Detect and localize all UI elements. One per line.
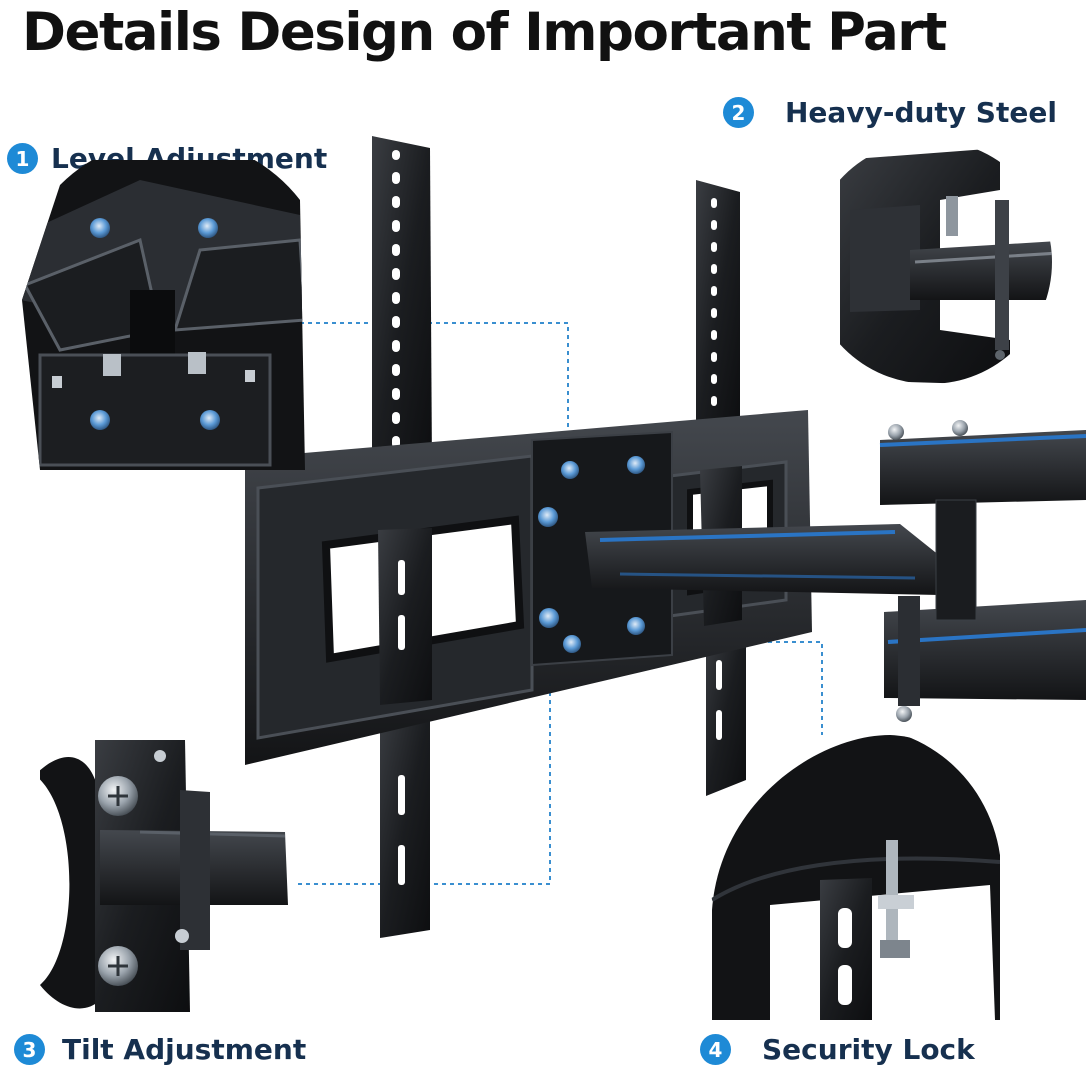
badge-number-1: 1 [7, 143, 38, 174]
badge-number-4: 4 [700, 1034, 731, 1065]
swing-arm [585, 420, 1086, 722]
feature-label-heavy-duty-steel: Heavy-duty Steel [785, 96, 1057, 129]
detail-security-lock [710, 735, 1000, 1020]
right-vertical-bracket [696, 180, 746, 796]
feature-security-lock: 4 Security Lock [700, 1033, 975, 1066]
detail-level-adjustment [22, 160, 305, 470]
feature-heavy-duty-steel: 2 Heavy-duty Steel [723, 96, 1057, 129]
left-vertical-bracket [372, 136, 432, 938]
detail-heavy-duty-steel [808, 140, 1052, 384]
badge-number-2: 2 [723, 97, 754, 128]
feature-label-tilt-adjustment: Tilt Adjustment [62, 1033, 307, 1066]
detail-tilt-adjustment [40, 740, 288, 1012]
tv-mount-main [245, 136, 1086, 938]
callout-line-lock [736, 641, 823, 735]
feature-tilt-adjustment: 3 Tilt Adjustment [14, 1033, 306, 1066]
badge-number-3: 3 [14, 1034, 45, 1065]
page-title: Details Design of Important Part [22, 2, 947, 63]
feature-label-security-lock: Security Lock [762, 1033, 975, 1066]
